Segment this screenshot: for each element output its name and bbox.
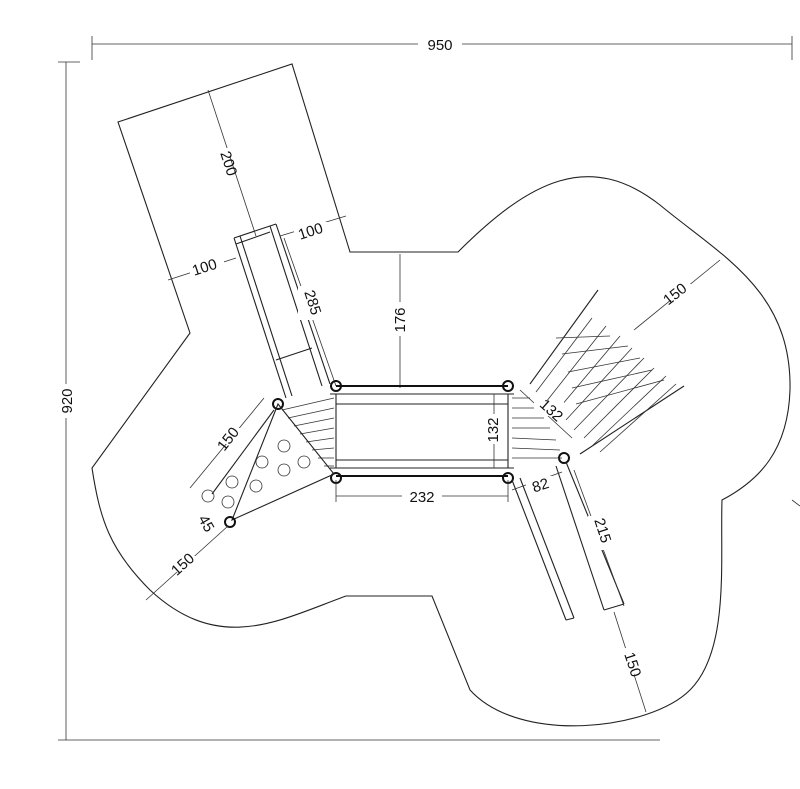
left-zone-dimension: 150 xyxy=(145,525,229,601)
left-steps xyxy=(281,397,335,467)
post-icon xyxy=(502,380,514,392)
slide-length-dimension: 200 xyxy=(207,89,257,237)
climbing-hold-icon xyxy=(277,439,291,453)
central-gap-dimension: 176 xyxy=(392,254,409,388)
slide-side-left-label: 100 xyxy=(190,256,219,280)
climber-offset-dimension: 45 xyxy=(192,510,217,535)
platform-depth-label: 132 xyxy=(485,417,502,442)
platform-width-label: 232 xyxy=(409,489,434,506)
climbing-hold-icon xyxy=(255,455,269,469)
climbing-hold-icon xyxy=(249,479,263,493)
post-icon xyxy=(330,380,342,392)
climbing-hold-icon xyxy=(201,489,215,503)
safety-zone-outline xyxy=(91,63,791,727)
ramp-length-dimension: 215 xyxy=(573,469,625,607)
climber-offset-label: 45 xyxy=(194,512,217,535)
slide-run-label: 285 xyxy=(300,288,324,317)
climbing-hold-icon xyxy=(277,463,291,477)
ramp-length-label: 215 xyxy=(590,516,614,545)
platform-depth-dimension: 132 xyxy=(485,394,502,468)
left-zone-label: 150 xyxy=(168,550,198,579)
overall-width-label: 950 xyxy=(427,37,452,54)
slide-length-label: 200 xyxy=(216,149,240,178)
bottom-zone-label: 150 xyxy=(620,650,644,679)
bottom-zone-dimension: 150 xyxy=(613,611,647,713)
central-platform xyxy=(272,380,570,484)
post-icon xyxy=(272,398,284,410)
stair-width-dimension: 132 xyxy=(519,389,573,439)
climbing-hold-icon xyxy=(297,455,311,469)
slide-side-dimensions: 100 100 xyxy=(167,215,347,281)
stair-zone-dimension: 150 xyxy=(633,259,721,331)
right-steps xyxy=(511,397,562,459)
ramp xyxy=(511,461,625,621)
slide-side-right-label: 100 xyxy=(296,220,325,244)
climbing-hold-icon xyxy=(225,475,239,489)
climbing-wall xyxy=(201,402,335,528)
overall-height-label: 920 xyxy=(59,388,76,413)
platform-width-dimension: 232 xyxy=(335,480,509,506)
overall-width-dimension: 950 xyxy=(91,36,793,60)
overall-height-dimension: 920 xyxy=(58,61,660,741)
central-gap-label: 176 xyxy=(392,307,409,332)
post-icon xyxy=(224,516,236,528)
ladder xyxy=(529,289,685,455)
slide-run-dimension: 285 xyxy=(283,237,337,387)
ramp-offset-dimension: 82 xyxy=(511,471,563,496)
climbing-hold-icon xyxy=(221,495,235,509)
edge-marker xyxy=(791,499,800,507)
ramp-offset-label: 82 xyxy=(530,475,551,496)
